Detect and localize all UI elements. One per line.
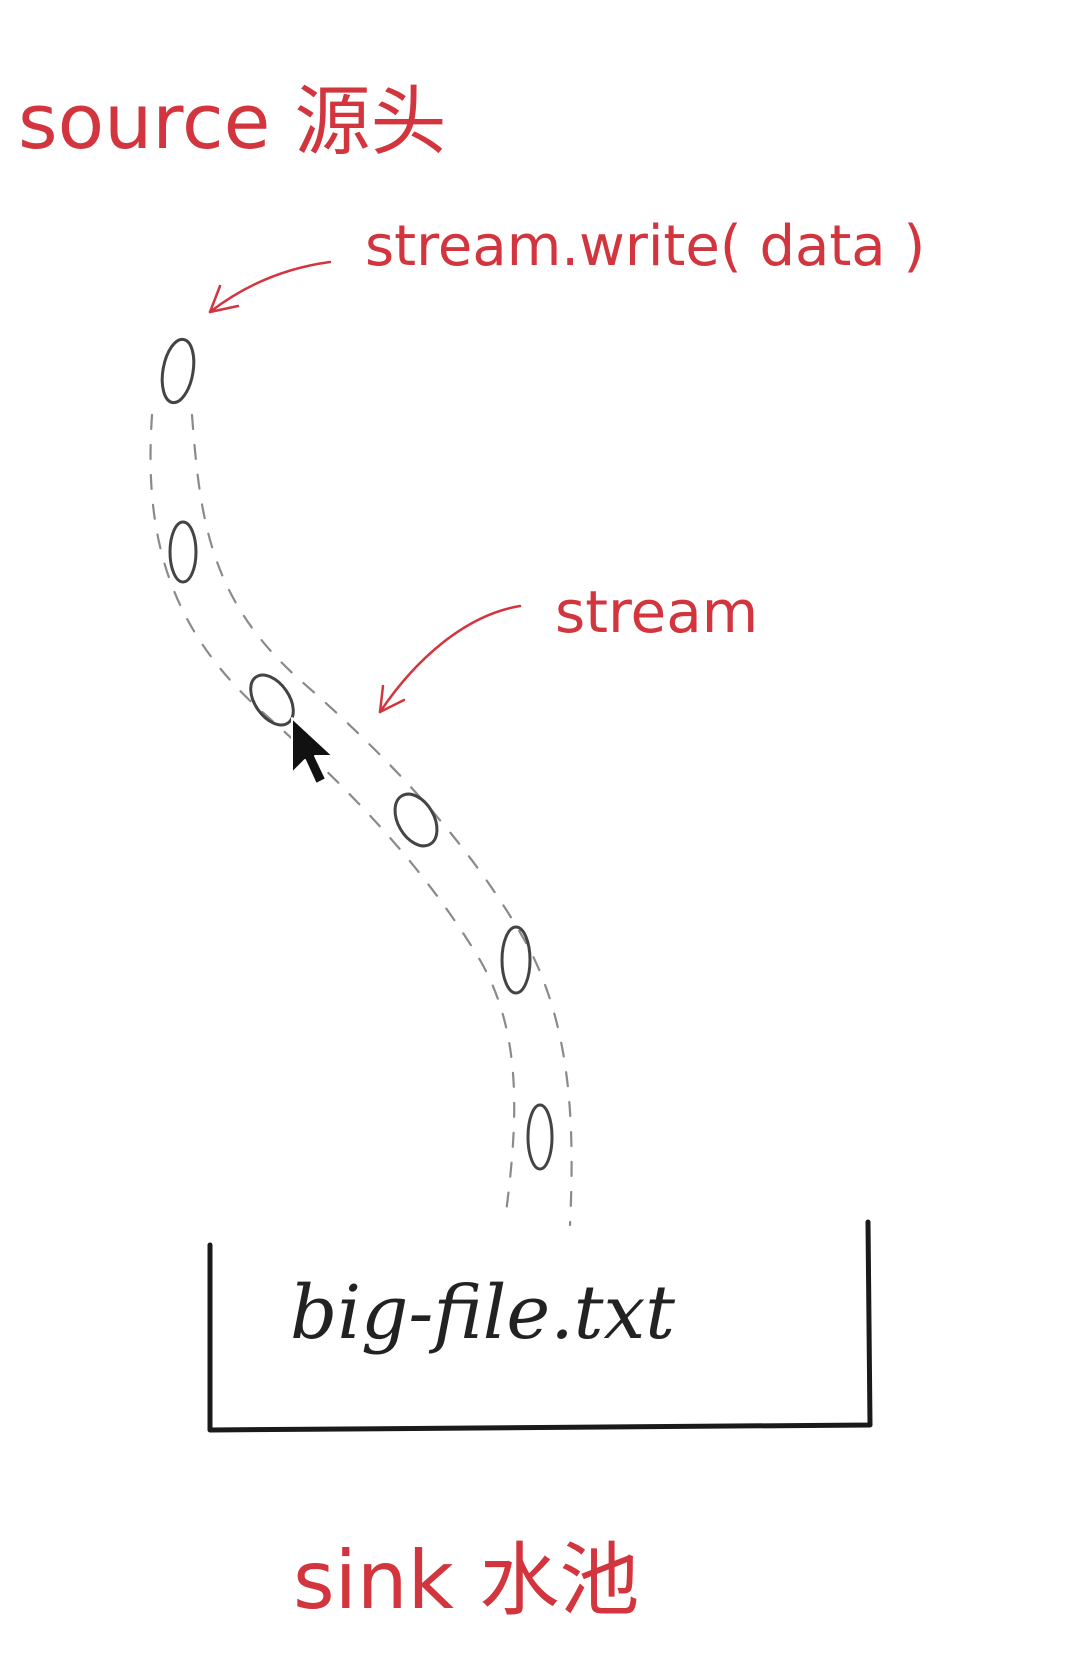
data-chunk (249, 673, 295, 727)
data-chunk (526, 1103, 554, 1171)
data-chunk (160, 337, 196, 405)
source-label: source 源头 (18, 77, 447, 166)
mouse-pointer-icon (291, 717, 334, 785)
write-call-label: stream.write( data ) (365, 214, 925, 279)
stream-label: stream (555, 578, 758, 646)
data-chunks (160, 337, 554, 1171)
sink-bucket (207, 1219, 873, 1433)
stream-pipe (149, 413, 573, 1227)
stream-arrow (378, 604, 522, 714)
sink-label: sink 水池 (293, 1534, 639, 1627)
file-label: big-file.txt (290, 1270, 675, 1356)
data-chunk (500, 925, 532, 995)
data-chunk (168, 520, 198, 584)
write-arrow (208, 260, 332, 314)
data-chunk (393, 792, 439, 848)
